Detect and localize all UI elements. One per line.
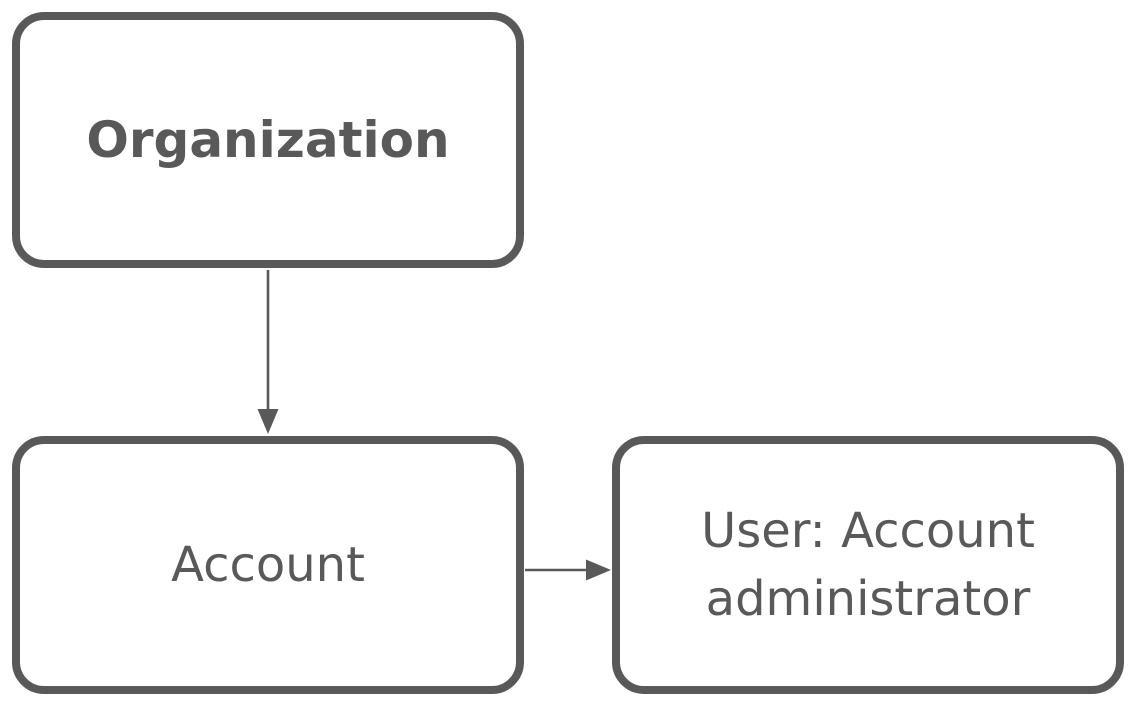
node-organization: Organization [12, 12, 524, 268]
node-user-account-administrator: User: Account administrator [612, 436, 1124, 694]
node-account-label: Account [171, 536, 365, 593]
node-user-account-administrator-label: User: Account administrator [701, 502, 1035, 627]
node-organization-label: Organization [86, 110, 450, 169]
arrow-organization-to-account [257, 270, 279, 434]
node-account: Account [12, 436, 524, 694]
arrow-account-to-user-admin-head [586, 559, 611, 581]
arrow-account-to-user-admin [525, 559, 611, 581]
arrow-organization-to-account-head [257, 409, 279, 434]
